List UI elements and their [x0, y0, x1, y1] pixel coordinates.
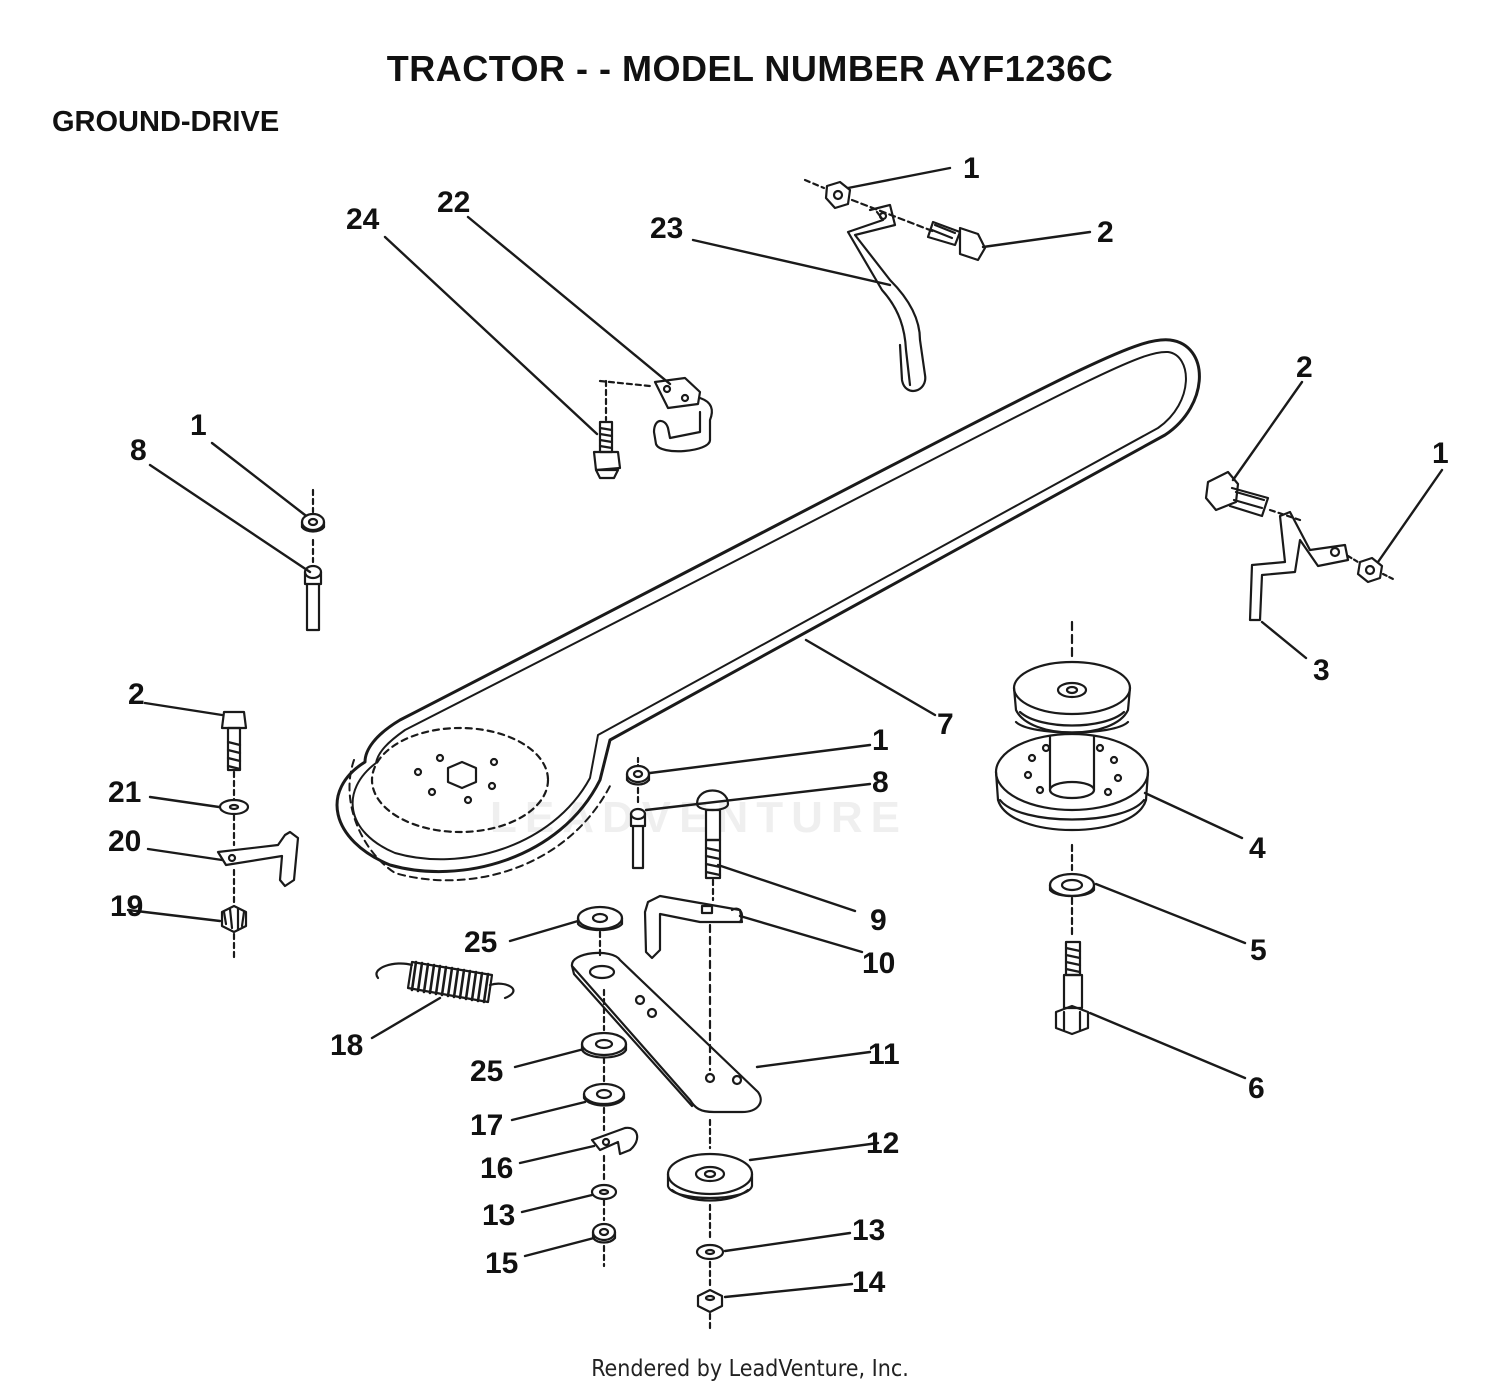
callout-5: 5 — [1250, 934, 1267, 967]
bolt-2-left — [220, 710, 248, 802]
nut-15 — [591, 1222, 617, 1268]
callout-9: 9 — [870, 904, 887, 937]
callout-19: 19 — [110, 890, 143, 923]
spring-18 — [375, 960, 515, 1004]
callout-8-left: 8 — [130, 434, 147, 467]
belt-guide-3 — [1204, 470, 1397, 622]
callout-6: 6 — [1248, 1072, 1265, 1105]
callout-22: 22 — [437, 186, 470, 219]
idler-pulley-12 — [666, 1118, 754, 1242]
callout-1-left: 1 — [190, 409, 207, 442]
callout-12: 12 — [866, 1127, 899, 1160]
drive-belt — [335, 338, 1201, 882]
clip-16 — [590, 1126, 639, 1184]
nut-1-center — [625, 756, 651, 808]
callout-10: 10 — [862, 947, 895, 980]
washer-5 — [1048, 872, 1096, 937]
callout-8-center: 8 — [872, 766, 889, 799]
washer-13-left — [590, 1183, 618, 1222]
callout-15: 15 — [485, 1247, 518, 1280]
washer-13-right — [695, 1243, 725, 1290]
callout-13-left: 13 — [482, 1199, 515, 1232]
page-title: TRACTOR - - MODEL NUMBER AYF1236C — [386, 48, 1114, 89]
idler-arm-11 — [570, 951, 762, 1114]
callout-20: 20 — [108, 825, 141, 858]
stud-8-center — [629, 807, 647, 870]
callout-21: 21 — [108, 776, 141, 809]
belt-guide-23 — [803, 178, 987, 392]
callout-16: 16 — [480, 1152, 513, 1185]
callout-1-right: 1 — [1432, 437, 1449, 470]
spacer-17 — [582, 1082, 626, 1132]
callout-17: 17 — [470, 1109, 503, 1142]
belt-guide-22 — [592, 376, 713, 480]
callout-7: 7 — [937, 708, 954, 741]
callout-3: 3 — [1313, 654, 1330, 687]
stud-8-left — [303, 564, 323, 632]
callout-2-left: 2 — [128, 678, 145, 711]
double-pulley-4 — [994, 620, 1150, 872]
footer-credit: Rendered by LeadVenture, Inc. — [591, 1356, 909, 1382]
callout-24: 24 — [346, 203, 380, 236]
callout-2-top: 2 — [1097, 216, 1114, 249]
callout-25-lower: 25 — [470, 1055, 503, 1088]
callout-13-right: 13 — [852, 1214, 885, 1247]
bracket-20 — [216, 813, 300, 907]
leader-lines — [126, 166, 1444, 1299]
locknut-19 — [220, 904, 248, 962]
callout-4: 4 — [1249, 832, 1266, 865]
carriage-bolt-9 — [695, 789, 730, 902]
callout-2-right: 2 — [1296, 351, 1313, 384]
drive-pulley-hub — [370, 726, 550, 834]
idler-bracket-10 — [643, 894, 744, 1072]
callout-11: 11 — [868, 1038, 900, 1071]
callout-23: 23 — [650, 212, 683, 245]
callout-14: 14 — [852, 1266, 886, 1299]
bushing-25-top — [576, 905, 624, 957]
callout-18: 18 — [330, 1029, 363, 1062]
section-title: GROUND-DRIVE — [52, 106, 280, 138]
nut-14 — [696, 1288, 724, 1334]
callout-1-center: 1 — [872, 724, 889, 757]
bolt-6 — [1054, 940, 1090, 1036]
bushing-25-lower — [580, 988, 628, 1084]
washer-21 — [218, 798, 250, 816]
callout-1-top: 1 — [963, 152, 980, 185]
callout-labels: 1 2 23 22 24 2 1 1 8 3 2 7 1 8 21 20 4 1… — [108, 152, 1449, 1299]
nut-1-left — [300, 488, 326, 564]
callout-25-top: 25 — [464, 926, 497, 959]
